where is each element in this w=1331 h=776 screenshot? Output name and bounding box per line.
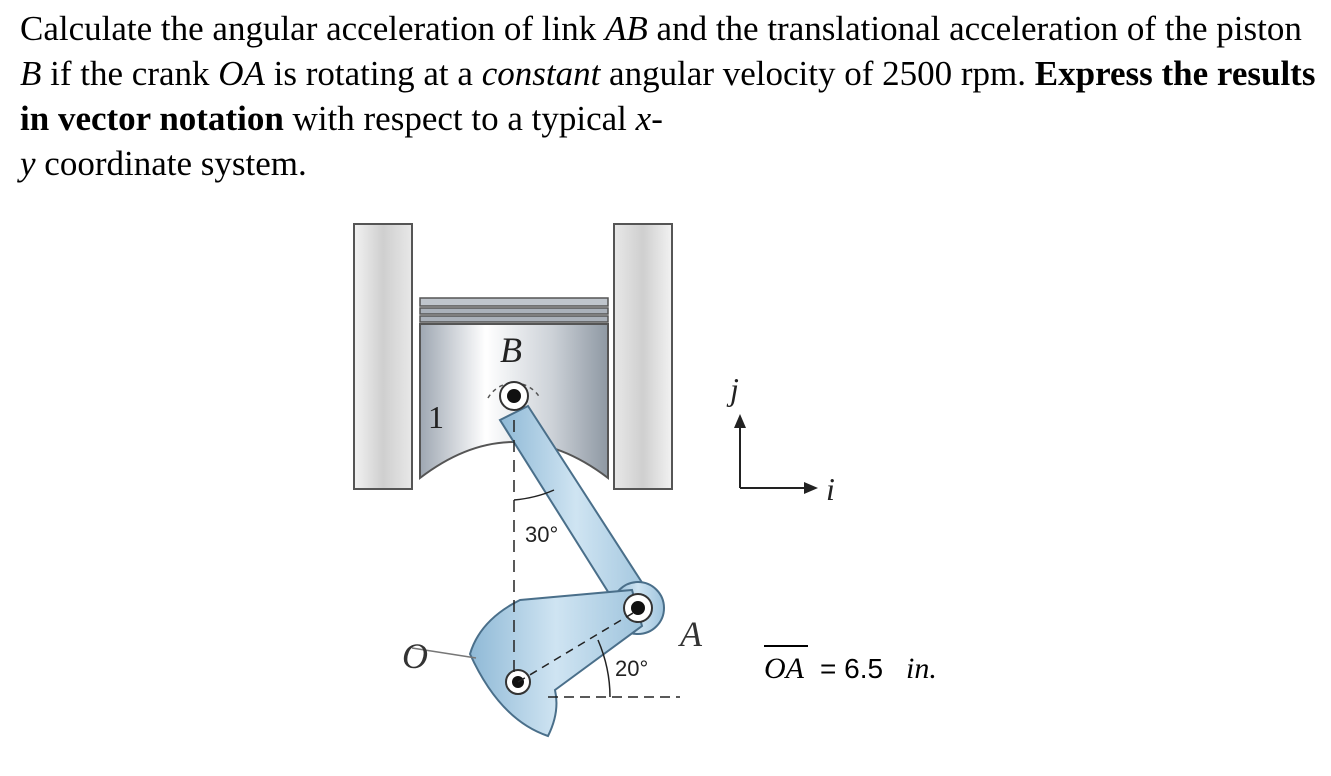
- x-symbol: x: [635, 99, 652, 138]
- problem-text: and the translational acceleration of th…: [647, 9, 1302, 48]
- label-o: O: [402, 636, 428, 676]
- crank-oa-symbol: OA: [218, 54, 265, 93]
- angle-arc-30: [513, 489, 555, 501]
- coordinate-axes: j i: [726, 371, 835, 507]
- axis-i-label: i: [826, 471, 835, 507]
- link-ab-symbol: AB: [605, 9, 648, 48]
- pin-b: [499, 381, 529, 411]
- y-axis-arrow-icon: [734, 414, 746, 428]
- y-symbol: y: [20, 144, 36, 183]
- angle-30-label: 30°: [525, 522, 558, 547]
- oa-length: OA = 6.5 in.: [764, 645, 937, 685]
- x-axis-arrow-icon: [804, 482, 818, 494]
- oa-length-value: = 6.5: [820, 653, 883, 684]
- label-o-leader: [411, 647, 477, 659]
- cylinder-wall-left: [353, 223, 413, 490]
- cylinder-wall-right: [613, 223, 673, 490]
- crank-centerline: [517, 609, 639, 683]
- problem-text: Calculate the angular acceleration of li…: [20, 9, 606, 48]
- angle-20-label: 20°: [615, 656, 648, 681]
- problem-text: with respect to a typical: [283, 99, 636, 138]
- label-1: 1: [428, 399, 444, 435]
- problem-text: angular velocity of 2500 rpm.: [600, 54, 1035, 93]
- problem-text: coordinate system.: [35, 144, 307, 183]
- pin-a: [623, 593, 653, 623]
- hyphen: -: [651, 99, 663, 138]
- angle-arc-20: [597, 639, 611, 698]
- crank-oa: [468, 588, 644, 738]
- problem-text: is rotating at a: [264, 54, 482, 93]
- label-b: B: [500, 330, 522, 370]
- bold-instruction: Express the results in vector notation: [20, 54, 1316, 138]
- problem-text: if the crank: [41, 54, 219, 93]
- constant-word: constant: [481, 54, 601, 93]
- oa-length-symbol: OA: [764, 652, 805, 685]
- piston-b-symbol: B: [20, 54, 42, 93]
- problem-statement: Calculate the angular acceleration of li…: [20, 6, 1320, 186]
- axis-j-label: j: [726, 371, 739, 407]
- label-a: A: [678, 614, 703, 654]
- oa-length-unit: in.: [906, 652, 937, 685]
